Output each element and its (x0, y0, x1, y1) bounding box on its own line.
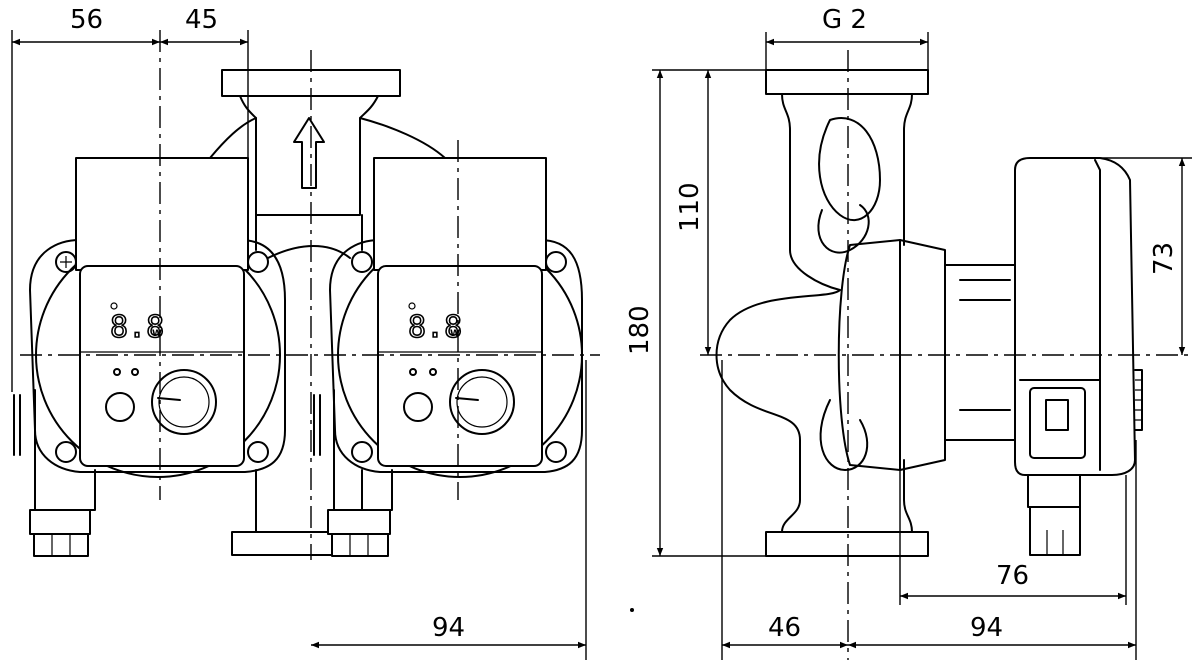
side-connector (1029, 387, 1086, 459)
dim-46-label: 46 (768, 613, 801, 643)
side-view: G 2 180 110 73 76 46 94 (625, 5, 1192, 660)
right-display-readout: 8.8 (408, 310, 462, 345)
dim-g2-label: G 2 (822, 5, 867, 35)
front-view: 8.8 W (11, 5, 600, 660)
dim-45-label: 45 (185, 5, 218, 35)
right-pump-module: 8.8 W (313, 157, 583, 557)
right-display-unit: W (450, 329, 460, 339)
dim-56-label: 56 (70, 5, 103, 35)
left-control-panel (79, 265, 245, 467)
left-pump-module: 8.8 W (13, 157, 286, 557)
dim-73-label: 73 (1149, 242, 1179, 275)
left-display-unit: W (152, 329, 162, 339)
dim-side-94-label: 94 (970, 613, 1003, 643)
dim-front-94-label: 94 (432, 613, 465, 643)
left-mode-button[interactable] (105, 392, 135, 422)
right-mode-button[interactable] (403, 392, 433, 422)
side-top-flange (765, 69, 929, 95)
left-display-readout: 8.8 (110, 310, 164, 345)
left-setting-knob[interactable] (151, 369, 217, 435)
dim-76-label: 76 (996, 561, 1029, 591)
top-flange (221, 69, 401, 97)
dim-110-label: 110 (675, 182, 705, 232)
flow-arrow-icon (293, 117, 325, 189)
right-setting-knob[interactable] (449, 369, 515, 435)
dim-180-label: 180 (625, 305, 655, 355)
right-control-panel (377, 265, 543, 467)
side-bottom-flange (765, 531, 929, 557)
